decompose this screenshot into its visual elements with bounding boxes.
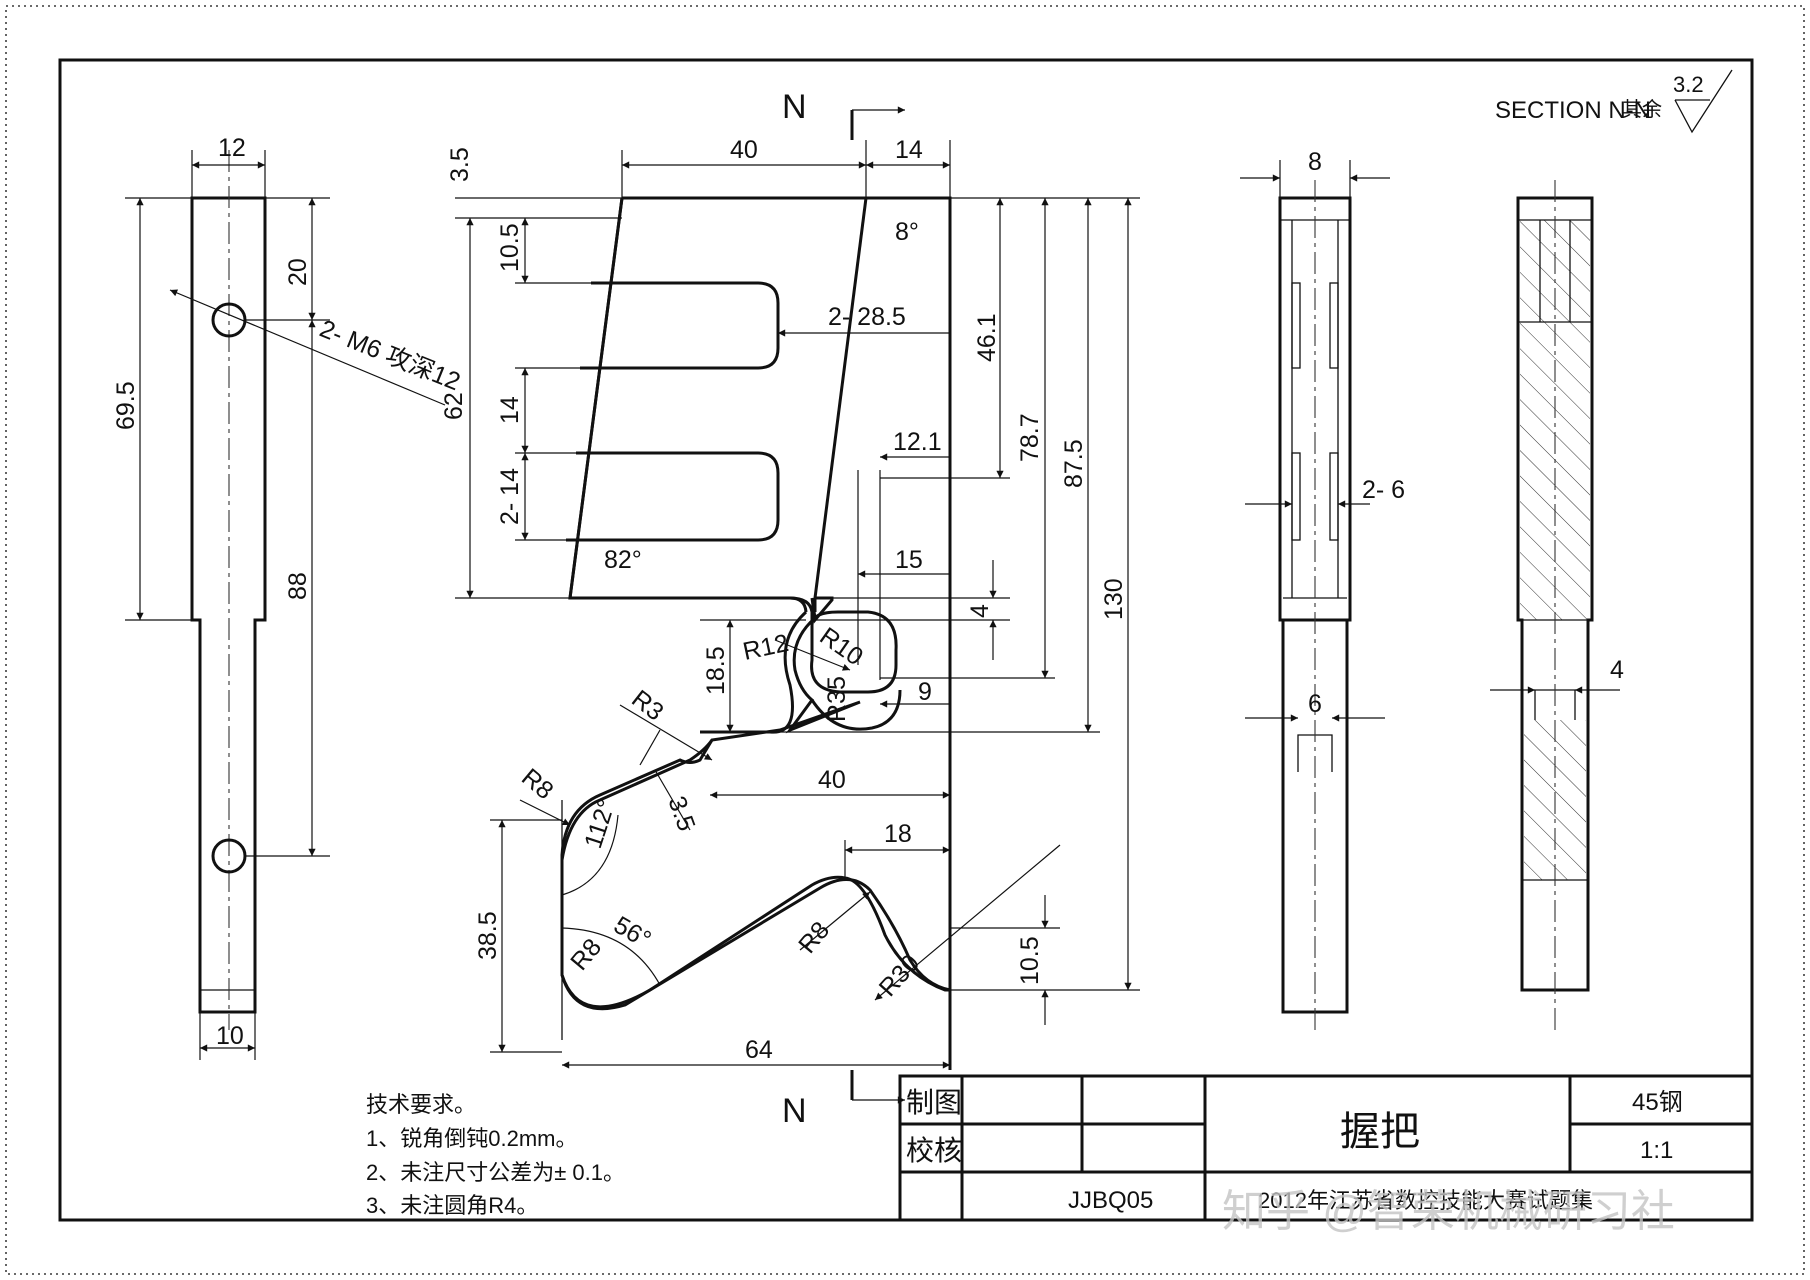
checked-label: 校核 bbox=[906, 1135, 962, 1166]
section-title-text: SECTION N-N bbox=[1495, 97, 1651, 124]
dim-4-section: 4 bbox=[1610, 656, 1624, 684]
dim-8: 8 bbox=[1308, 148, 1322, 176]
slot-upper bbox=[580, 281, 780, 370]
dim-64: 64 bbox=[745, 1036, 773, 1064]
dim-hole-spacing-88: 88 bbox=[284, 572, 312, 600]
slot-lower bbox=[566, 451, 780, 542]
dim-3-5-lower: 3.5 bbox=[662, 792, 700, 834]
dim-hole-offset-20: 20 bbox=[284, 258, 312, 286]
dim-r12: R12 bbox=[740, 629, 791, 666]
dim-12-1: 12.1 bbox=[893, 428, 942, 456]
dim-angle-8: 8° bbox=[895, 218, 919, 246]
section-view: 4 bbox=[1490, 180, 1624, 1030]
dim-38-5: 38.5 bbox=[474, 911, 502, 960]
dim-r3: R3 bbox=[626, 685, 668, 727]
dim-4: 4 bbox=[966, 604, 994, 618]
roughness-symbol bbox=[1674, 69, 1733, 134]
technical-notes: 技术要求。 1、锐角倒钝0.2mm。 2、未注尺寸公差为± 0.1。 3、未注圆… bbox=[366, 1092, 625, 1218]
dim-m6-tap: 2- M6 攻深12 bbox=[316, 315, 464, 397]
dim-width-10: 10 bbox=[216, 1022, 244, 1050]
dim-6: 6 bbox=[1308, 690, 1322, 718]
dim-r8-upper: R8 bbox=[516, 763, 558, 805]
main-view: 40 14 3.5 8° 10.5 14 2- 14 82° 2- 28.5 4… bbox=[446, 88, 1140, 1130]
side-view: 12 20 69.5 2- M6 攻深12 62 88 10 bbox=[112, 134, 468, 1060]
dim-87-5: 87.5 bbox=[1060, 439, 1088, 488]
section-cut-label-bottom: N bbox=[782, 1092, 807, 1130]
note-2: 2、未注尺寸公差为± 0.1。 bbox=[366, 1160, 625, 1185]
dim-10-5: 10.5 bbox=[496, 223, 524, 272]
dim-9: 9 bbox=[918, 678, 932, 706]
title-block: 制图 校核 握把 45钢 1:1 JJBQ05 2012年江苏省数控技能大赛试题… bbox=[898, 1074, 1754, 1222]
section-cut-label-top: N bbox=[782, 88, 807, 126]
dim-top-40: 40 bbox=[730, 136, 758, 164]
pocket-r10 bbox=[810, 610, 898, 694]
dim-lower-40: 40 bbox=[818, 766, 846, 794]
drawn-label: 制图 bbox=[906, 1087, 962, 1118]
dim-2-14: 2- 14 bbox=[496, 468, 524, 525]
dim-upper-length-69-5: 69.5 bbox=[112, 381, 140, 430]
dim-width-12: 12 bbox=[218, 134, 246, 162]
dim-angle-82: 82° bbox=[604, 546, 642, 574]
dim-14-left: 14 bbox=[496, 396, 524, 424]
pocket-outer bbox=[700, 610, 808, 734]
watermark: 知乎 @智荣机械研习社 bbox=[1222, 1187, 1675, 1236]
note-3: 3、未注圆角R4。 bbox=[366, 1193, 538, 1218]
dim-r8-valley: R8 bbox=[793, 916, 835, 958]
dim-r35: R35 bbox=[823, 676, 851, 722]
scale: 1:1 bbox=[1640, 1137, 1673, 1164]
roughness-value: 3.2 bbox=[1673, 72, 1704, 97]
dim-10-5-right: 10.5 bbox=[1016, 936, 1044, 985]
material: 45钢 bbox=[1632, 1089, 1683, 1116]
notes-title: 技术要求。 bbox=[366, 1092, 476, 1117]
dim-angle-56: 56° bbox=[609, 911, 656, 954]
drawing-number: JJBQ05 bbox=[1068, 1187, 1153, 1214]
dim-18: 18 bbox=[884, 820, 912, 848]
section-title: SECTION N-N 其余 3.2 bbox=[1495, 69, 1733, 134]
dim-18-5: 18.5 bbox=[702, 646, 730, 695]
dim-top-14: 14 bbox=[895, 136, 923, 164]
note-1: 1、锐角倒钝0.2mm。 bbox=[366, 1126, 577, 1151]
part-name: 握把 bbox=[1340, 1110, 1420, 1154]
dim-46-1: 46.1 bbox=[973, 313, 1001, 362]
dim-r10: R10 bbox=[815, 622, 869, 671]
pocket-r35 bbox=[810, 689, 902, 731]
dim-2-6: 2- 6 bbox=[1362, 476, 1405, 504]
top-view: 8 2- 6 6 bbox=[1240, 148, 1405, 1030]
competition-title: 2012年江苏省数控技能大赛试题集 bbox=[1258, 1188, 1593, 1213]
sheet-border bbox=[5, 5, 1805, 1275]
dim-r8-lower: R8 bbox=[565, 933, 607, 975]
dim-3-5-top: 3.5 bbox=[446, 147, 474, 182]
dim-2-28-5: 2- 28.5 bbox=[828, 303, 906, 331]
dim-130: 130 bbox=[1100, 578, 1128, 620]
dim-62: 62 bbox=[440, 392, 468, 420]
rest-label: 其余 bbox=[1622, 98, 1662, 121]
dim-15: 15 bbox=[895, 546, 923, 574]
dim-78-7: 78.7 bbox=[1016, 413, 1044, 462]
